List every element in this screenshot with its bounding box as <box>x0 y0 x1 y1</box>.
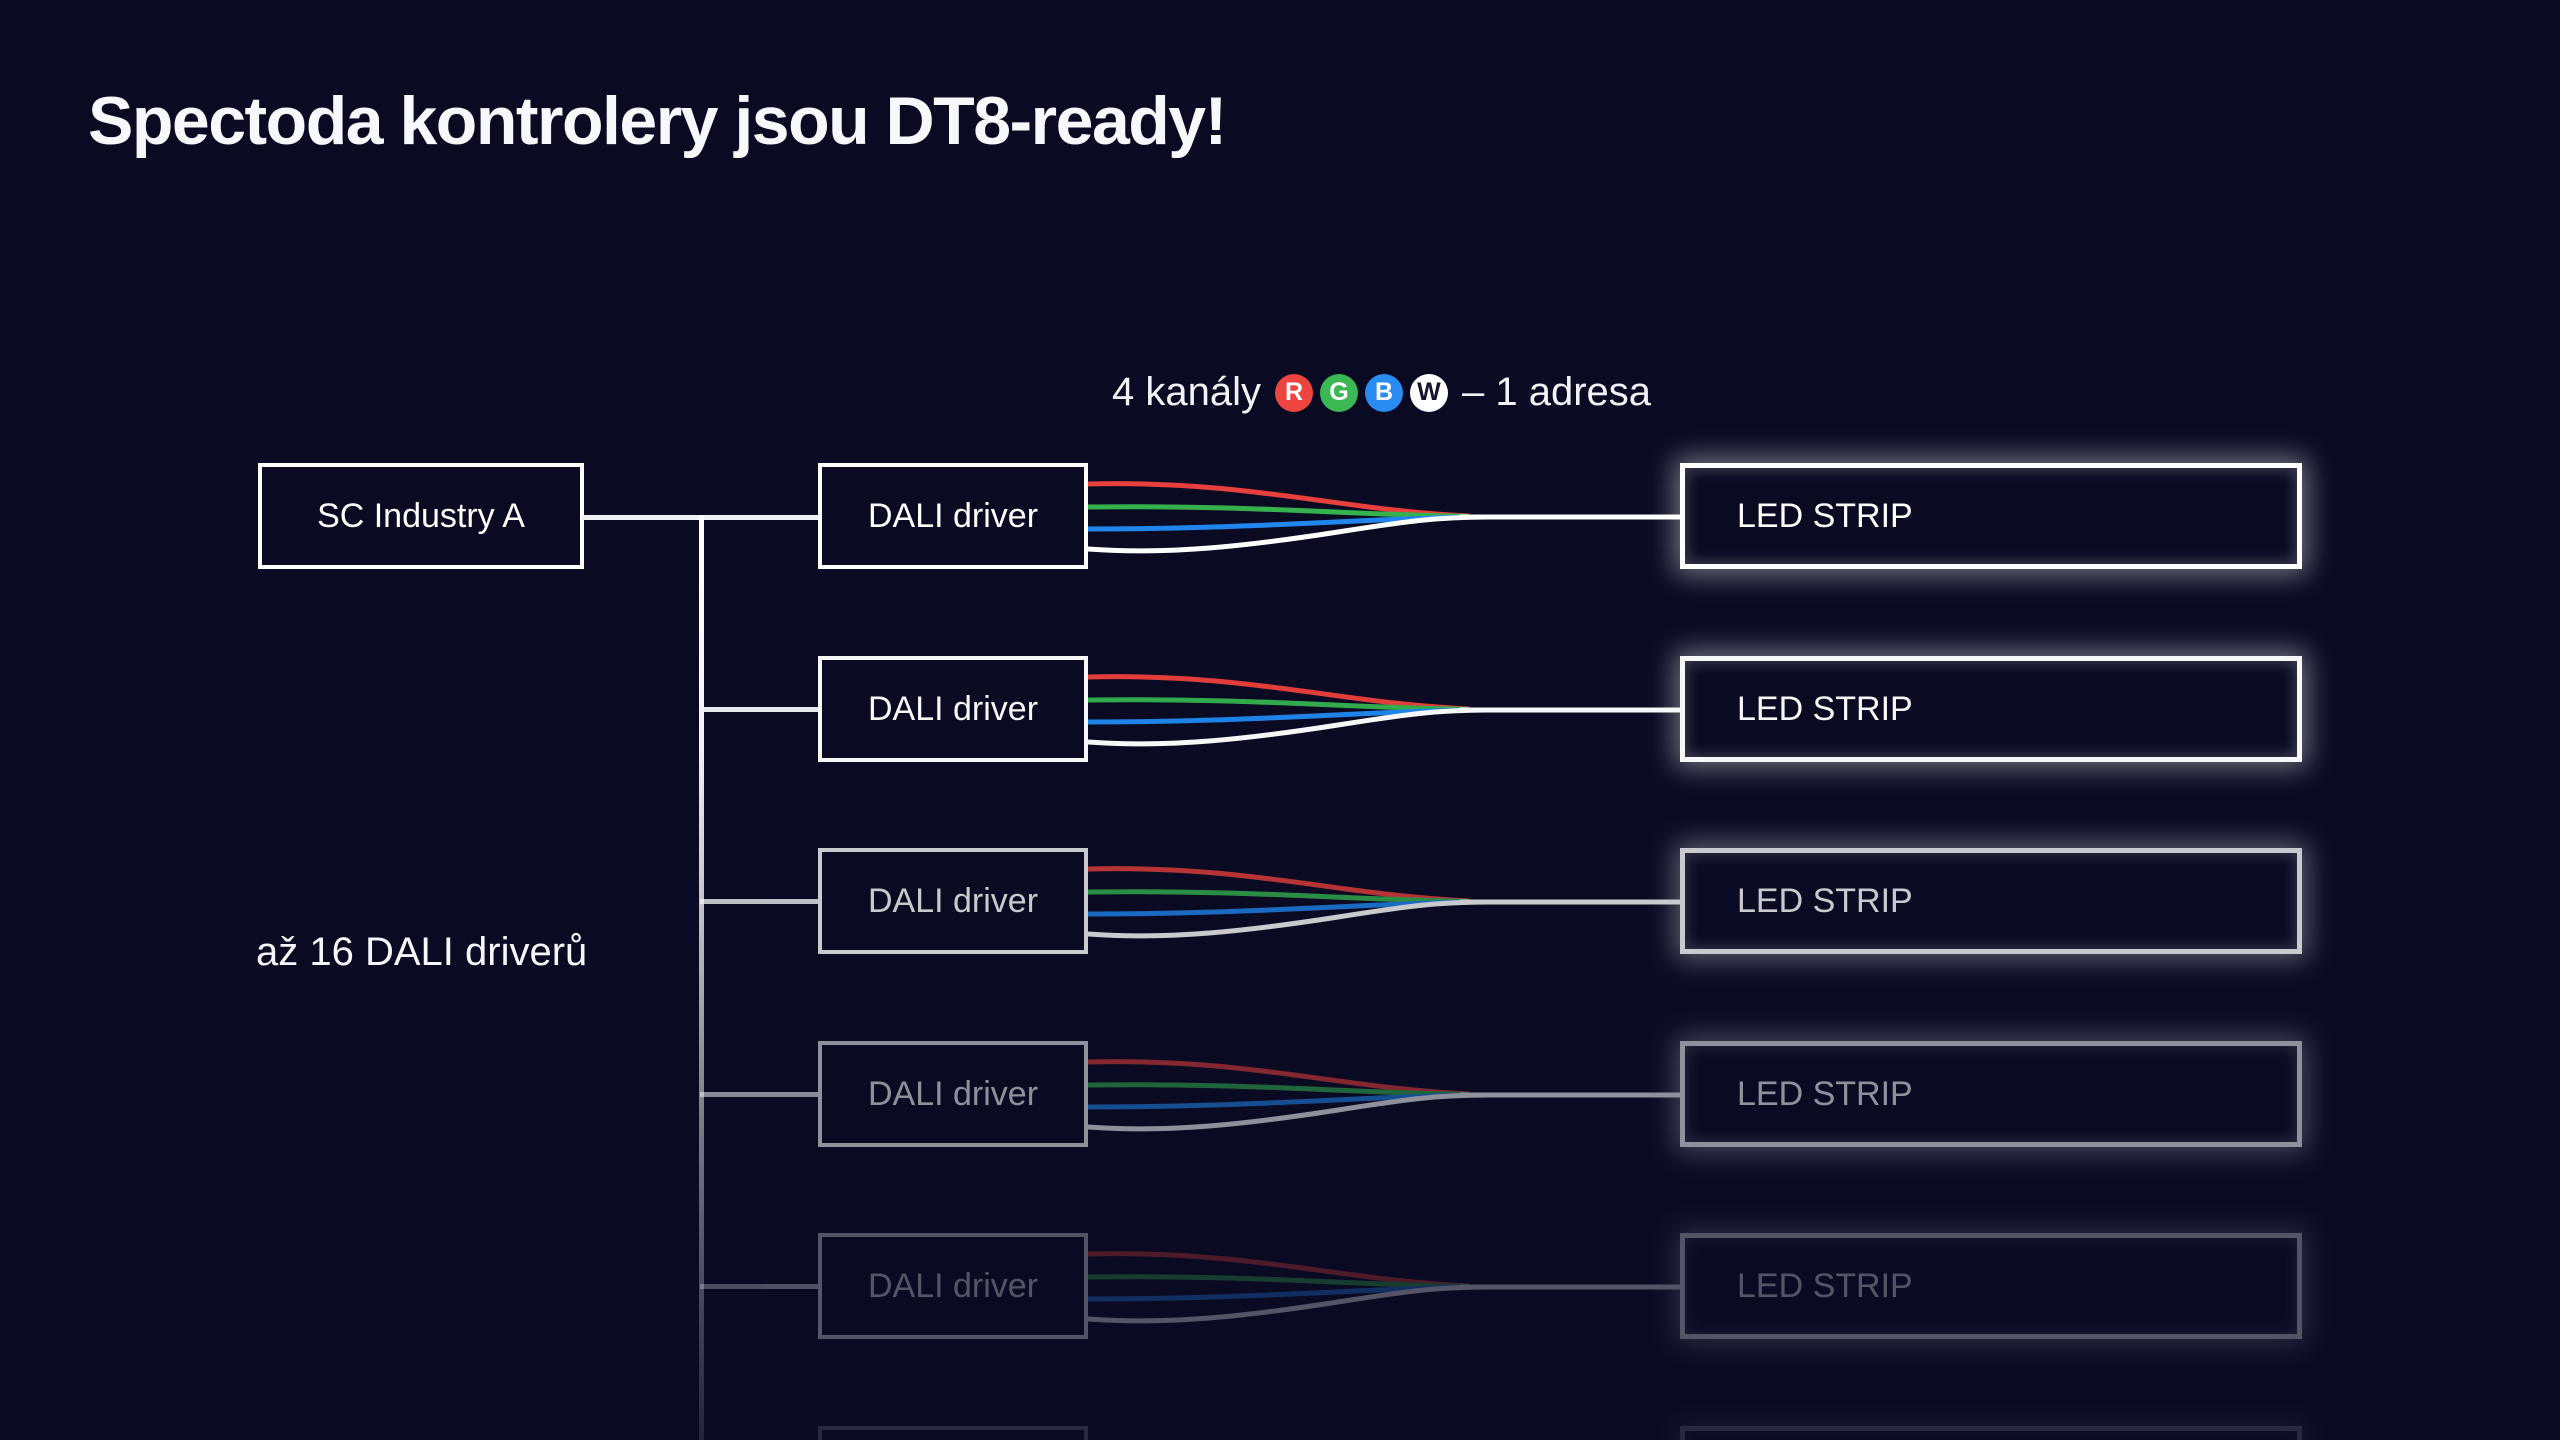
led-strip-box: LED STRIP <box>1680 1041 2302 1147</box>
led-strip-box: LED STRIP <box>1680 463 2302 569</box>
led-strip-box: LED STRIP <box>1680 656 2302 762</box>
led-strip-box: LED STRIP <box>1680 848 2302 954</box>
led-strip-label: LED STRIP <box>1737 881 1913 920</box>
led-strip-box: LED STRIP <box>1680 1233 2302 1339</box>
channels-caption: 4 kanály R G B W – 1 adresa <box>1112 370 1651 415</box>
driver-count-note: až 16 DALI driverů <box>256 930 588 974</box>
dali-driver-box: DALI driver <box>818 1041 1088 1147</box>
channel-badge-w: W <box>1409 373 1448 412</box>
dali-driver-label: DALI driver <box>867 1074 1039 1113</box>
rgbw-wires <box>1088 674 1680 747</box>
dali-driver-box: DALI driver <box>818 656 1088 762</box>
driver-row: DALI driver LED STRIP <box>0 1415 2560 1440</box>
controller-label: SC Industry A <box>317 496 525 535</box>
controller-box: SC Industry A <box>258 463 584 569</box>
driver-row: DALI driver LED STRIP <box>0 1030 2560 1160</box>
dali-driver-box: DALI driver <box>818 848 1088 954</box>
driver-row: DALI driver LED STRIP <box>0 452 2560 582</box>
rgbw-wires <box>1088 866 1680 939</box>
driver-row: DALI driver LED STRIP <box>0 645 2560 775</box>
rgbw-wires <box>1088 1251 1680 1324</box>
channel-badge-g: G <box>1319 373 1358 412</box>
bus-trunk-line <box>699 515 704 1440</box>
dali-driver-label: DALI driver <box>867 881 1039 920</box>
rgbw-wires <box>1088 1415 1680 1440</box>
dali-driver-label: DALI driver <box>867 1266 1039 1305</box>
channels-caption-suffix: – 1 adresa <box>1461 370 1652 414</box>
dali-driver-label: DALI driver <box>867 689 1039 728</box>
channel-badges: R G B W <box>1274 373 1448 412</box>
channel-badge-b: B <box>1364 373 1403 412</box>
dali-driver-box: DALI driver <box>818 1233 1088 1339</box>
driver-row: DALI driver LED STRIP <box>0 1222 2560 1352</box>
led-strip-label: LED STRIP <box>1737 689 1913 728</box>
led-strip-label: LED STRIP <box>1737 1266 1913 1305</box>
dali-driver-box: DALI driver <box>818 463 1088 569</box>
dali-driver-label: DALI driver <box>867 496 1039 535</box>
branch-line <box>700 1092 818 1097</box>
led-strip-box: LED STRIP <box>1680 1426 2302 1440</box>
page-title: Spectoda kontrolery jsou DT8-ready! <box>88 83 1227 159</box>
branch-line <box>700 899 818 904</box>
rgbw-wires <box>1088 1059 1680 1132</box>
led-strip-label: LED STRIP <box>1737 1074 1913 1113</box>
branch-line <box>700 1284 818 1289</box>
branch-line <box>700 707 818 712</box>
channels-caption-prefix: 4 kanály <box>1112 370 1261 414</box>
driver-row: DALI driver LED STRIP <box>0 837 2560 967</box>
channel-badge-r: R <box>1274 373 1313 412</box>
led-strip-label: LED STRIP <box>1737 496 1913 535</box>
dali-driver-box: DALI driver <box>818 1426 1088 1440</box>
rgbw-wires <box>1088 481 1680 554</box>
